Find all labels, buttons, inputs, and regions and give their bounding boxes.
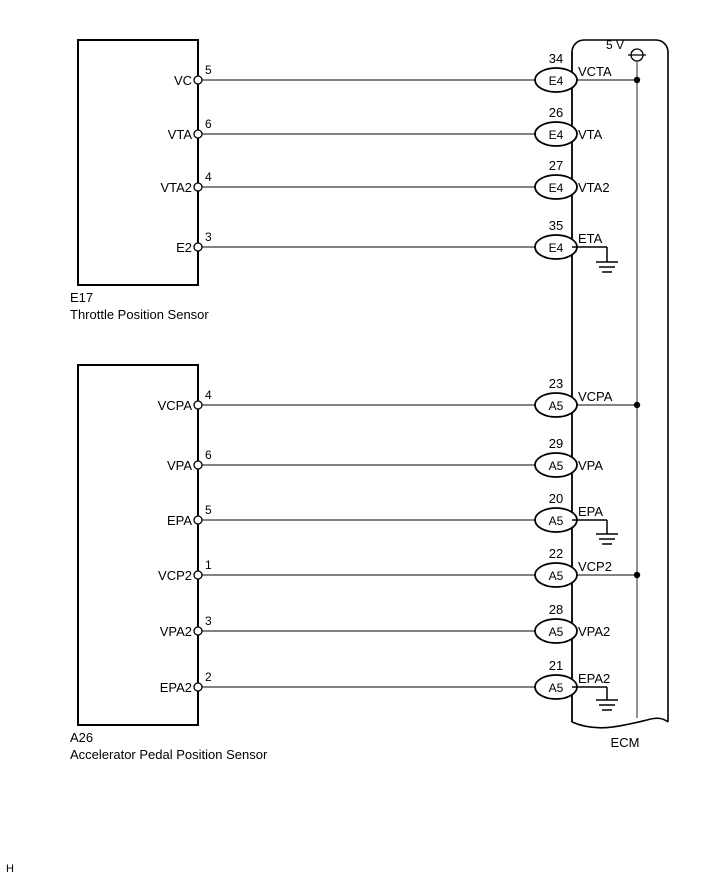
tps-terminal-row-vta2: VTA2 4 — [160, 170, 535, 195]
ecm-pin-number: 21 — [549, 658, 563, 673]
ecm-terminal-label: VPA2 — [578, 624, 610, 639]
tps-terminal-row-e2: E2 3 — [176, 230, 535, 255]
apps-terminal-label: EPA — [167, 513, 192, 528]
ecm-terminal-label: ETA — [578, 231, 603, 246]
tps-terminal-row-vta: VTA 6 — [168, 117, 535, 142]
ecm-connection-vcp2: A5 22 VCP2 — [534, 546, 641, 588]
apps-pin-number: 5 — [205, 503, 212, 517]
apps-component-name: Accelerator Pedal Position Sensor — [70, 747, 268, 762]
tps-terminal-label: E2 — [176, 240, 192, 255]
ecm-connector-id: E4 — [549, 181, 564, 195]
ecm-terminal-label: VTA — [578, 127, 603, 142]
tps-component-name: Throttle Position Sensor — [70, 307, 209, 322]
tps-terminal-label: VTA2 — [160, 180, 192, 195]
apps-terminal-label: VPA — [167, 458, 192, 473]
ecm-connection-vcpa: A5 23 VCPA — [534, 376, 641, 418]
ecm-terminal-label: VCP2 — [578, 559, 612, 574]
ecm-terminal-label: VPA — [578, 458, 603, 473]
ecm-connector-id: E4 — [549, 241, 564, 255]
tps-pin-number: 3 — [205, 230, 212, 244]
apps-terminal-label: VCPA — [158, 398, 193, 413]
ecm-terminal-label: VTA2 — [578, 180, 610, 195]
ecm-pin-number: 20 — [549, 491, 563, 506]
accelerator-pedal-position-sensor-box — [77, 364, 199, 726]
tps-component-code: E17 — [70, 290, 93, 305]
apps-pin-number: 1 — [205, 558, 212, 572]
ecm-5v-label: 5 V — [606, 38, 624, 52]
apps-terminal-label: VCP2 — [158, 568, 192, 583]
tps-pin-number: 5 — [205, 63, 212, 77]
junction-dot — [633, 76, 641, 84]
ecm-connection-vta: E4 26 VTA — [534, 105, 603, 147]
apps-terminal-label: EPA2 — [160, 680, 192, 695]
apps-pin-number: 6 — [205, 448, 212, 462]
junction-dot — [633, 571, 641, 579]
ecm-connector-id: A5 — [549, 681, 564, 695]
ecm-connector-id: A5 — [549, 399, 564, 413]
ecm-connector-id: A5 — [549, 459, 564, 473]
apps-pin-number: 2 — [205, 670, 212, 684]
ecm-connector-id: A5 — [549, 514, 564, 528]
ecm-connector-id: A5 — [549, 625, 564, 639]
ecm-pin-number: 22 — [549, 546, 563, 561]
apps-terminal-row-epa2: EPA2 2 — [160, 670, 535, 695]
ecm-terminal-label: EPA2 — [578, 671, 610, 686]
ecm-connection-vpa: A5 29 VPA — [534, 436, 603, 478]
ecm-pin-number: 29 — [549, 436, 563, 451]
tps-pin-number: 4 — [205, 170, 212, 184]
ecm-label: ECM — [611, 735, 640, 750]
ecm-connector-id: E4 — [549, 128, 564, 142]
ecm-terminal-label: VCPA — [578, 389, 613, 404]
page-corner-marker: H — [6, 863, 14, 875]
apps-terminal-row-vpa: VPA 6 — [167, 448, 535, 473]
junction-dot — [633, 401, 641, 409]
tps-pin-number: 6 — [205, 117, 212, 131]
ecm-connection-vta2: E4 27 VTA2 — [534, 158, 610, 200]
apps-terminal-row-vpa2: VPA2 3 — [160, 614, 535, 639]
apps-terminal-row-vcp2: VCP2 1 — [158, 558, 535, 583]
ecm-connector-id: E4 — [549, 74, 564, 88]
tps-terminal-label: VTA — [168, 127, 193, 142]
tps-terminal-label: VC — [174, 73, 192, 88]
ecm-connection-vpa2: A5 28 VPA2 — [534, 602, 610, 644]
ecm-pin-number: 27 — [549, 158, 563, 173]
apps-pin-number: 4 — [205, 388, 212, 402]
ecm-pin-number: 23 — [549, 376, 563, 391]
ecm-terminal-label: EPA — [578, 504, 603, 519]
apps-pin-number: 3 — [205, 614, 212, 628]
apps-terminal-label: VPA2 — [160, 624, 192, 639]
ecm-5v-bus: 5 V — [606, 38, 646, 718]
ecm-pin-number: 34 — [549, 51, 563, 66]
apps-terminal-row-epa: EPA 5 — [167, 503, 535, 528]
apps-terminal-row-vcpa: VCPA 4 — [158, 388, 535, 413]
ecm-pin-number: 35 — [549, 218, 563, 233]
ecm-pin-number: 28 — [549, 602, 563, 617]
throttle-position-sensor-box — [77, 39, 199, 286]
ecm-connection-eta: E4 35 ETA — [534, 218, 618, 273]
ecm-connection-epa2: A5 21 EPA2 — [534, 658, 618, 711]
apps-component-code: A26 — [70, 730, 93, 745]
ecm-terminal-label: VCTA — [578, 64, 612, 79]
ground-symbol — [572, 686, 618, 711]
ecm-box — [571, 39, 669, 729]
ecm-pin-number: 26 — [549, 105, 563, 120]
ground-symbol — [572, 519, 618, 545]
tps-terminal-row-vc: VC 5 — [174, 63, 535, 88]
ecm-connection-vcta: E4 34 VCTA — [534, 51, 641, 93]
ground-symbol — [572, 246, 618, 273]
ecm-connector-id: A5 — [549, 569, 564, 583]
ecm-connection-epa: A5 20 EPA — [534, 491, 618, 545]
